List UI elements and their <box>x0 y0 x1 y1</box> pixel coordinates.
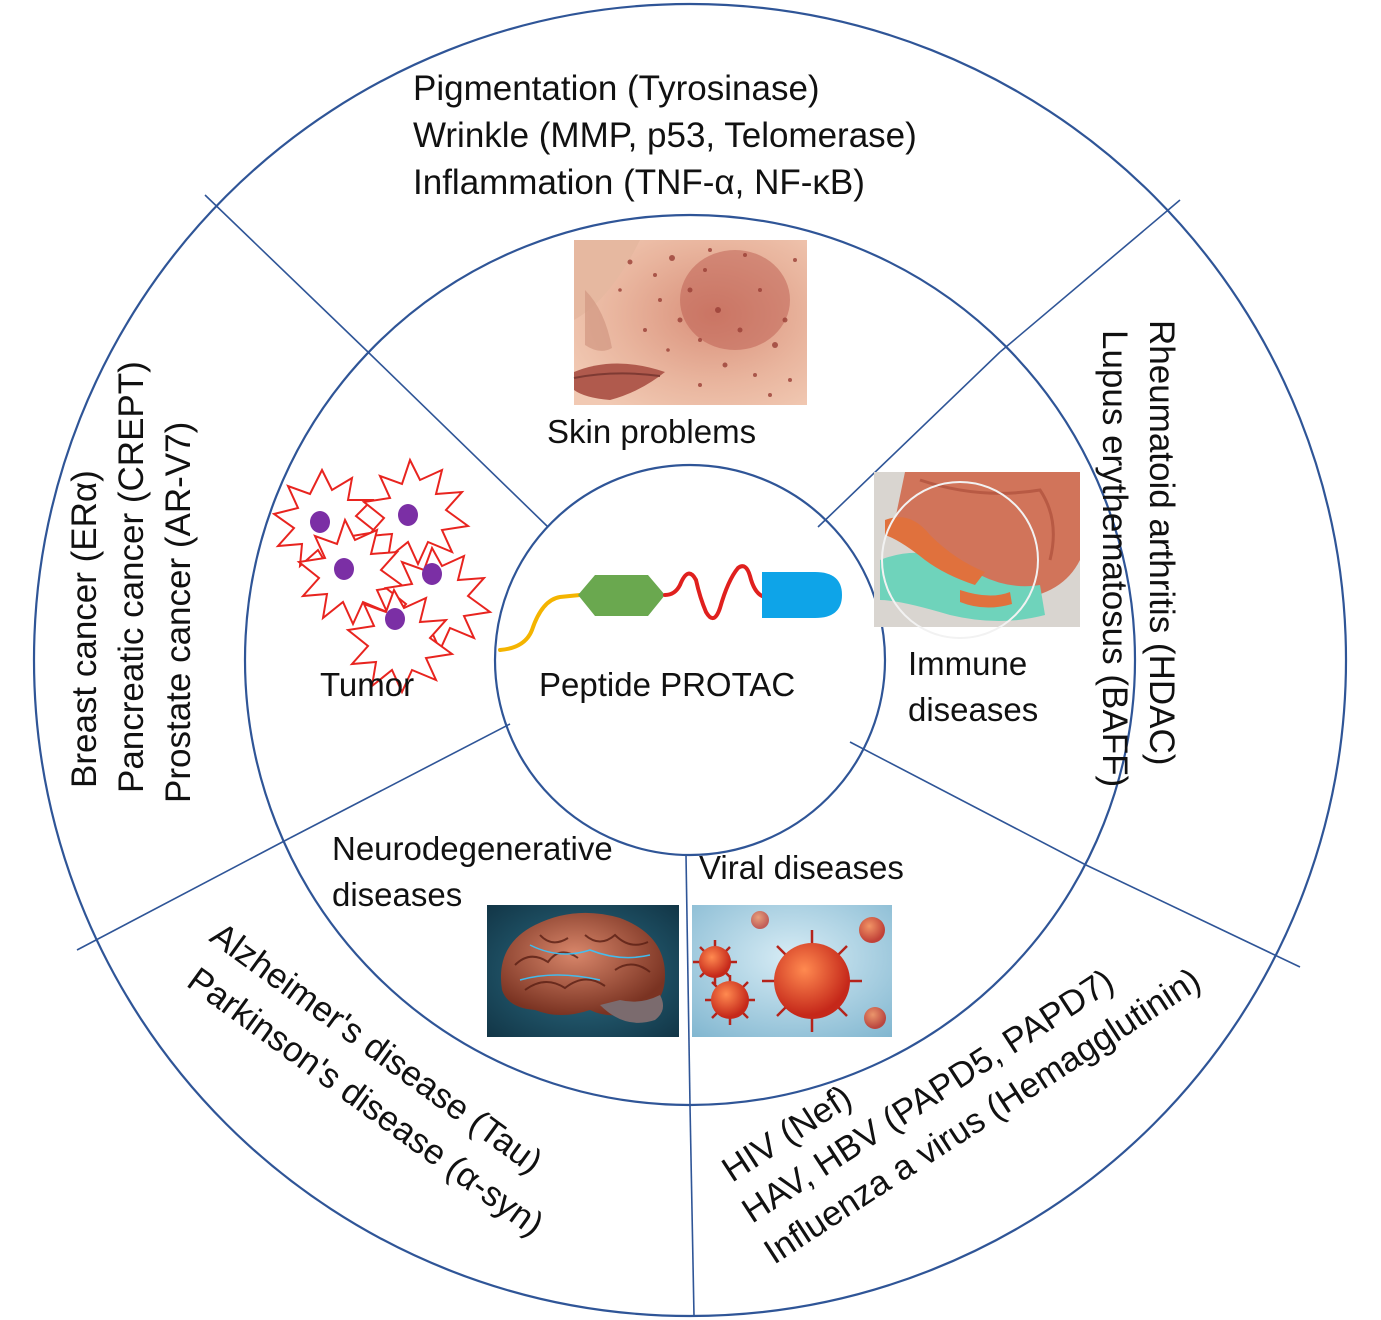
outer-immune-targets: Rheumatoid arthritis (HDAC) Lupus erythe… <box>1095 320 1181 787</box>
inner-divider <box>849 741 1087 866</box>
inner-immune-label: diseases <box>908 691 1038 728</box>
outer-immune-line: Rheumatoid arthritis (HDAC) <box>1142 320 1181 765</box>
outer-ring <box>32 2 1348 1318</box>
outer-tumor-line: Breast cancer (ERα) <box>65 470 104 788</box>
outer-skin-line: Pigmentation (Tyrosinase) <box>413 69 820 108</box>
outer-divider <box>689 1104 695 1317</box>
outer-divider <box>1085 864 1301 968</box>
tumor-cells-icon <box>271 457 493 695</box>
inner-ring <box>493 463 887 857</box>
inner-divider <box>289 723 511 839</box>
outer-divider <box>999 199 1181 353</box>
outer-skin-targets: Pigmentation (Tyrosinase) Wrinkle (MMP, … <box>413 69 917 202</box>
outer-immune-line: Lupus erythematosus (BAFF) <box>1095 330 1134 787</box>
inner-neuro-label: diseases <box>332 876 462 913</box>
brain-illustration <box>487 905 679 1037</box>
inner-divider <box>685 854 691 1106</box>
inner-divider <box>817 351 1001 528</box>
inner-tumor-label: Tumor <box>320 666 414 703</box>
skin-photo <box>573 240 807 405</box>
virus-particles-illustration <box>692 905 892 1037</box>
inner-skin-label: Skin problems <box>547 413 756 450</box>
inner-neuro-label: Neurodegenerative <box>332 830 613 867</box>
outer-tumor-line: Prostate cancer (AR-V7) <box>159 422 198 803</box>
outer-tumor-targets: Breast cancer (ERα) Pancreatic cancer (C… <box>65 361 198 803</box>
outer-skin-line: Inflammation (TNF-α, NF-κB) <box>413 163 865 202</box>
knee-joint-illustration <box>874 472 1080 639</box>
outer-divider <box>76 837 291 951</box>
center-label: Peptide PROTAC <box>539 666 795 703</box>
outer-tumor-line: Pancreatic cancer (CREPT) <box>112 361 151 793</box>
protac-molecule-icon <box>498 564 842 652</box>
inner-viral-label: Viral diseases <box>699 849 904 886</box>
outer-divider <box>204 194 369 353</box>
outer-skin-line: Wrinkle (MMP, p53, Telomerase) <box>413 116 917 155</box>
inner-divider <box>367 351 549 528</box>
inner-immune-label: Immune <box>908 645 1027 682</box>
